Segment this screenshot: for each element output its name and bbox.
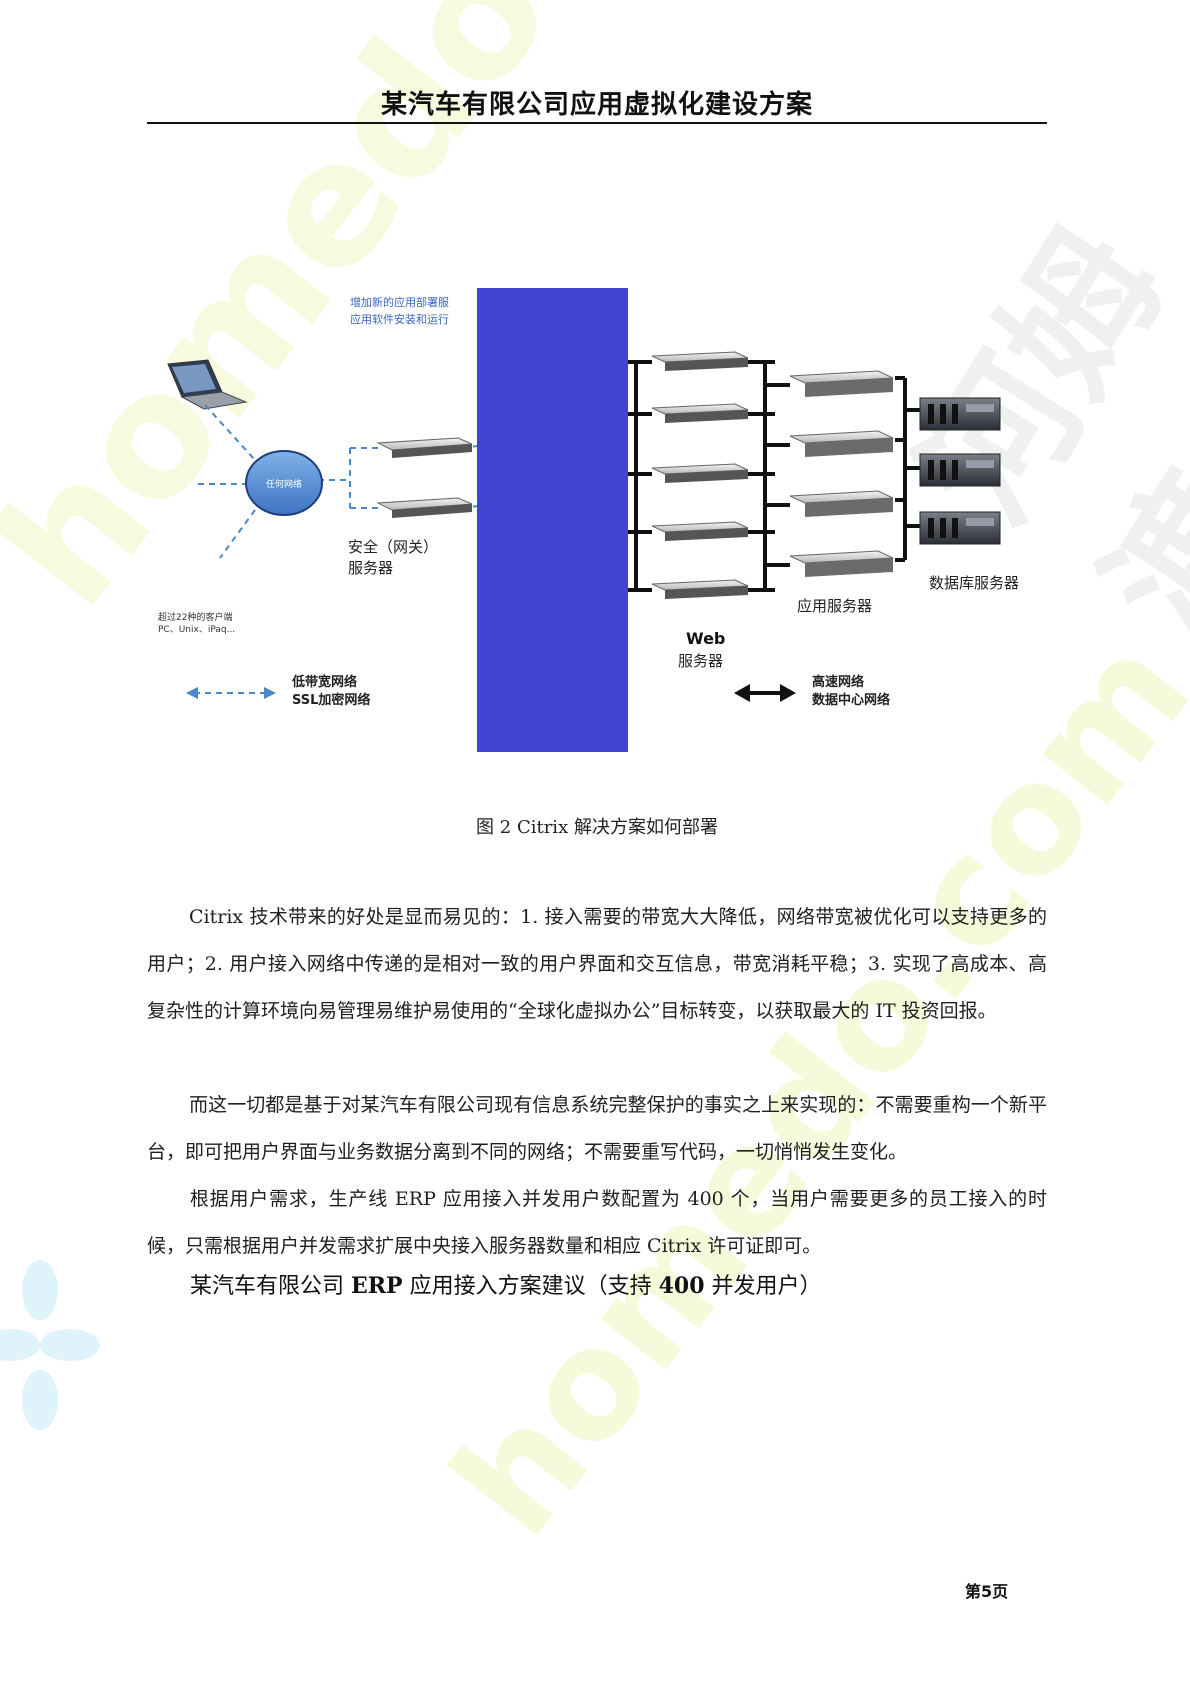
web-label-2: 服务器 — [678, 652, 723, 670]
subhead-post: 并发用户） — [704, 1274, 822, 1299]
database-servers — [919, 397, 1001, 545]
paragraph-benefits-text: Citrix 技术带来的好处是显而易见的：1. 接入需要的带宽大大降低，网络带宽… — [147, 906, 1047, 1022]
app-label: 应用服务器 — [797, 597, 872, 615]
top-note-2: 应用软件安装和运行 — [350, 312, 449, 326]
blue-panel — [477, 288, 628, 752]
figure-caption: 图 2 Citrix 解决方案如何部署 — [476, 817, 718, 838]
watermark-flower-logo — [0, 1260, 100, 1430]
web-servers — [651, 351, 749, 599]
gateway-label-1: 安全（网关） — [348, 538, 438, 556]
low-bw-label-2: SSL加密网络 — [292, 692, 370, 708]
paragraph-foundation-text: 而这一切都是基于对某汽车有限公司现有信息系统完整保护的事实之上来实现的：不需要重… — [147, 1094, 1047, 1163]
top-note-1: 增加新的应用部署服 — [350, 295, 449, 309]
any-network-cloud: 任何网络 — [245, 450, 323, 516]
high-speed-legend-arrow — [734, 684, 796, 702]
subhead-num: 400 — [658, 1273, 705, 1299]
clients-note-2: PC、Unix、iPaq... — [158, 625, 235, 635]
low-bw-label-1: 低带宽网络 — [291, 674, 357, 690]
section-subheading: 某汽车有限公司 ERP 应用接入方案建议（支持 400 并发用户） — [190, 1268, 822, 1300]
document-title: 某汽车有限公司应用虚拟化建设方案 — [380, 90, 813, 120]
low-bandwidth-legend-arrow — [186, 687, 276, 699]
subhead-erp: ERP — [351, 1273, 403, 1299]
paragraph-requirements: 根据用户需求，生产线 ERP 应用接入并发用户数配置为 400 个，当用户需要更… — [147, 1176, 1047, 1270]
paragraph-requirements-text: 根据用户需求，生产线 ERP 应用接入并发用户数配置为 400 个，当用户需要更… — [147, 1188, 1047, 1257]
any-network-label: 任何网络 — [266, 478, 302, 490]
subhead-mid: 应用接入方案建议（支持 — [402, 1274, 659, 1299]
gateway-label-2: 服务器 — [348, 559, 393, 577]
web-bus — [628, 360, 920, 592]
gateway-servers — [376, 437, 473, 518]
paragraph-foundation: 而这一切都是基于对某汽车有限公司现有信息系统完整保护的事实之上来实现的：不需要重… — [147, 1082, 1047, 1176]
page-number: 第5页 — [965, 1582, 1009, 1601]
high-speed-label-2: 数据中心网络 — [812, 692, 890, 708]
deployment-diagram: 任何网络 增加新的应用部署服 应用软件安装和运行 安全（网关） 服务器 超过22… — [158, 288, 1019, 752]
header-rule — [147, 122, 1047, 124]
app-servers — [789, 370, 894, 577]
web-label-1: Web — [686, 629, 725, 648]
paragraph-benefits: Citrix 技术带来的好处是显而易见的：1. 接入需要的带宽大大降低，网络带宽… — [147, 894, 1047, 1035]
db-label: 数据库服务器 — [929, 574, 1019, 592]
high-speed-label-1: 高速网络 — [812, 674, 864, 690]
subhead-pre: 某汽车有限公司 — [190, 1274, 351, 1299]
clients-note-1: 超过22种的客户端 — [158, 611, 232, 623]
laptop-icon — [167, 359, 248, 410]
client-links — [198, 404, 479, 559]
